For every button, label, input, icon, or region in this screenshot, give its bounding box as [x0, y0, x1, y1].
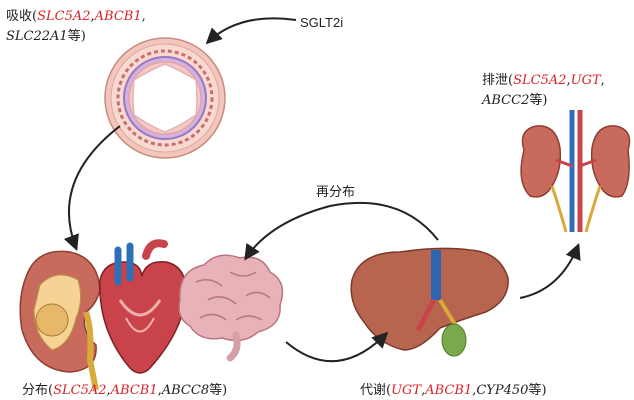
gene-abcb1: ABCB1 — [425, 383, 472, 398]
separator: , — [142, 9, 146, 24]
kidneys-excretion-illustration — [521, 110, 629, 232]
liver-illustration — [351, 248, 508, 356]
vessel-cross-section-illustration — [105, 38, 225, 158]
arrow-distribution-to-metabolism — [286, 334, 386, 361]
excretion-label-line2: ABCC2等) — [482, 92, 547, 109]
gene-slc5a2: SLC5A2 — [513, 73, 566, 88]
gene-slc5a2: SLC5A2 — [53, 383, 106, 398]
gene-abcb1: ABCB1 — [111, 383, 158, 398]
metabolism-suffix: 等) — [528, 383, 546, 398]
gene-abcb1: ABCB1 — [95, 9, 142, 24]
heart-illustration — [100, 243, 186, 373]
metabolism-prefix: 代谢( — [360, 383, 391, 398]
arrow-redistribution — [246, 203, 438, 258]
absorption-suffix: 等) — [68, 29, 86, 44]
arrow-metabolism-to-excretion — [520, 246, 578, 298]
absorption-prefix: 吸收( — [6, 9, 37, 24]
separator: , — [601, 73, 605, 88]
brain-illustration — [179, 255, 282, 358]
gene-cyp450: CYP450 — [476, 383, 528, 398]
distribution-suffix: 等) — [209, 383, 227, 398]
absorption-label-line2: SLC22A1等) — [6, 28, 86, 45]
drug-label: SGLT2i — [300, 14, 343, 31]
gene-abcc8: ABCC8 — [162, 383, 209, 398]
kidney-illustration — [20, 251, 100, 390]
arrow-absorption-to-distribution — [69, 126, 120, 248]
excretion-prefix: 排泄( — [482, 73, 513, 88]
excretion-suffix: 等) — [529, 93, 547, 108]
distribution-label: 分布(SLC5A2,ABCB1,ABCC8等) — [22, 382, 227, 399]
excretion-label: 排泄(SLC5A2,UGT, — [482, 72, 605, 89]
metabolism-label: 代谢(UGT,ABCB1,CYP450等) — [360, 382, 547, 399]
gene-ugt: UGT — [391, 383, 421, 398]
gene-ugt: UGT — [571, 73, 601, 88]
gene-slc22a1: SLC22A1 — [6, 29, 68, 44]
arrow-drug-to-absorption — [208, 18, 296, 42]
gene-abcc2: ABCC2 — [482, 93, 529, 108]
distribution-prefix: 分布( — [22, 383, 53, 398]
absorption-label: 吸收(SLC5A2,ABCB1, — [6, 8, 146, 25]
gene-slc5a2: SLC5A2 — [37, 9, 90, 24]
redistribution-label: 再分布 — [316, 184, 355, 201]
